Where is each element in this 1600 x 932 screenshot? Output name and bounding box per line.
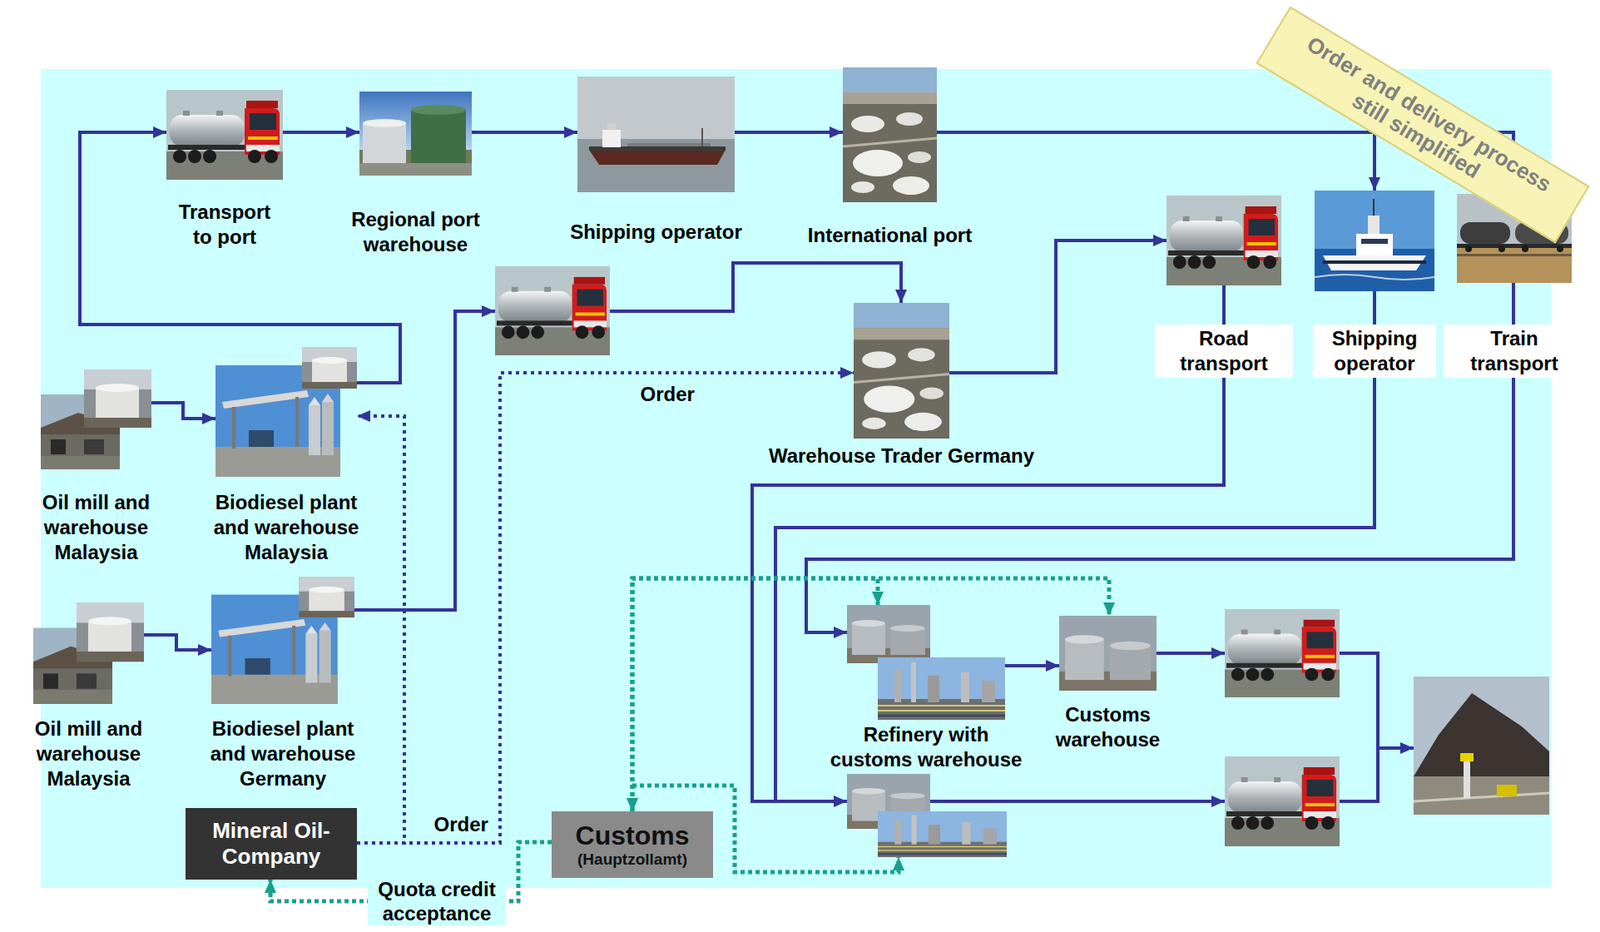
mill-picture bbox=[40, 369, 152, 470]
picture-node: International port bbox=[842, 67, 937, 203]
truck-picture bbox=[1224, 609, 1340, 698]
flow-line bbox=[752, 285, 1224, 802]
flow-arrow bbox=[471, 130, 578, 134]
refinery-picture bbox=[877, 657, 1006, 720]
flow-arrow bbox=[356, 372, 854, 843]
plant-picture bbox=[215, 346, 357, 477]
flow-line bbox=[1156, 651, 1225, 655]
picture-node: Warehouse Trader Germany bbox=[853, 302, 950, 439]
process-box: Mineral Oil-Company bbox=[185, 807, 357, 880]
flow-line bbox=[775, 291, 1375, 802]
node-label: Shipping operator bbox=[1312, 324, 1437, 378]
flow-arrow bbox=[1005, 663, 1060, 668]
boat-picture bbox=[1314, 190, 1435, 292]
box-text: Customs bbox=[575, 820, 690, 851]
flow-arrow bbox=[143, 634, 212, 650]
box-text: Mineral Oil-Company bbox=[192, 817, 351, 870]
node-label: Regional port warehouse bbox=[345, 207, 487, 258]
flow-arrow bbox=[282, 130, 360, 134]
picture-node: Regional port warehouse bbox=[359, 91, 472, 176]
flow-arrow bbox=[936, 132, 1375, 191]
picture-node: Oil mill and warehouse Malaysia bbox=[33, 602, 144, 704]
edge-label: Quota credit acceptance bbox=[367, 876, 506, 926]
picture-node: Customs warehouse bbox=[1059, 615, 1157, 691]
edge-label: Order bbox=[638, 381, 698, 407]
node-label: Transport to port bbox=[173, 199, 278, 250]
refinery-picture bbox=[877, 811, 1007, 857]
node-label: Oil mill and warehouse Malaysia bbox=[21, 490, 172, 565]
node-label: Customs warehouse bbox=[1050, 702, 1167, 753]
node-label: Biodiesel plant and warehouse Germany bbox=[203, 716, 362, 792]
picture-node: Road transport bbox=[1166, 195, 1282, 286]
truck-picture bbox=[495, 266, 610, 356]
tank-picture bbox=[1059, 615, 1157, 691]
flow-arrow bbox=[151, 402, 216, 419]
arrow-head bbox=[481, 305, 496, 318]
banner-text: Order and delivery process still simplif… bbox=[1282, 27, 1563, 223]
callout-banner: Order and delivery process still simplif… bbox=[1255, 6, 1590, 244]
station-picture bbox=[1413, 676, 1550, 815]
process-box: Customs(Hauptzollamt) bbox=[551, 811, 714, 878]
node-label: Train transport bbox=[1443, 324, 1586, 378]
flow-arrow bbox=[734, 130, 843, 134]
mill-picture bbox=[33, 602, 144, 704]
edge-label: Order bbox=[431, 812, 491, 837]
picture-node: Transport to port bbox=[166, 89, 283, 180]
node-label: Shipping operator bbox=[560, 219, 753, 245]
truck-picture bbox=[1224, 756, 1340, 847]
flow-arrow bbox=[949, 240, 1167, 373]
flow-arrow bbox=[356, 416, 405, 843]
node-label: Refinery with customs warehouse bbox=[826, 722, 1026, 773]
port-picture bbox=[853, 302, 950, 439]
picture-node: Shipping operator bbox=[577, 76, 735, 193]
plant-picture bbox=[211, 576, 355, 704]
picture-node: Biodiesel plant and warehouse Malaysia bbox=[215, 346, 357, 477]
node-label: Biodiesel plant and warehouse Malaysia bbox=[207, 490, 366, 565]
node-label: International port bbox=[798, 222, 982, 248]
truck-picture bbox=[166, 89, 283, 180]
flow-arrow bbox=[632, 578, 878, 812]
box-text: (Hauptzollamt) bbox=[577, 850, 688, 869]
picture-node: Oil mill and warehouse Malaysia bbox=[40, 369, 152, 470]
picture-node: Refinery with customs warehouse bbox=[847, 604, 1006, 720]
node-label: Oil mill and warehouse Malaysia bbox=[14, 716, 164, 792]
flow-line bbox=[1339, 653, 1414, 748]
node-label: Road transport bbox=[1154, 324, 1293, 378]
picture-node: Shipping operator bbox=[1314, 190, 1435, 292]
ship-picture bbox=[577, 76, 735, 193]
node-label: Warehouse Trader Germany bbox=[760, 443, 1044, 469]
truck-picture bbox=[1166, 195, 1282, 286]
flow-line bbox=[930, 799, 1225, 803]
picture-node: Biodiesel plant and warehouse Germany bbox=[211, 576, 355, 704]
tank-picture bbox=[359, 91, 472, 176]
flow-line bbox=[1339, 747, 1378, 802]
port-picture bbox=[842, 67, 937, 203]
tank-picture bbox=[847, 604, 931, 664]
